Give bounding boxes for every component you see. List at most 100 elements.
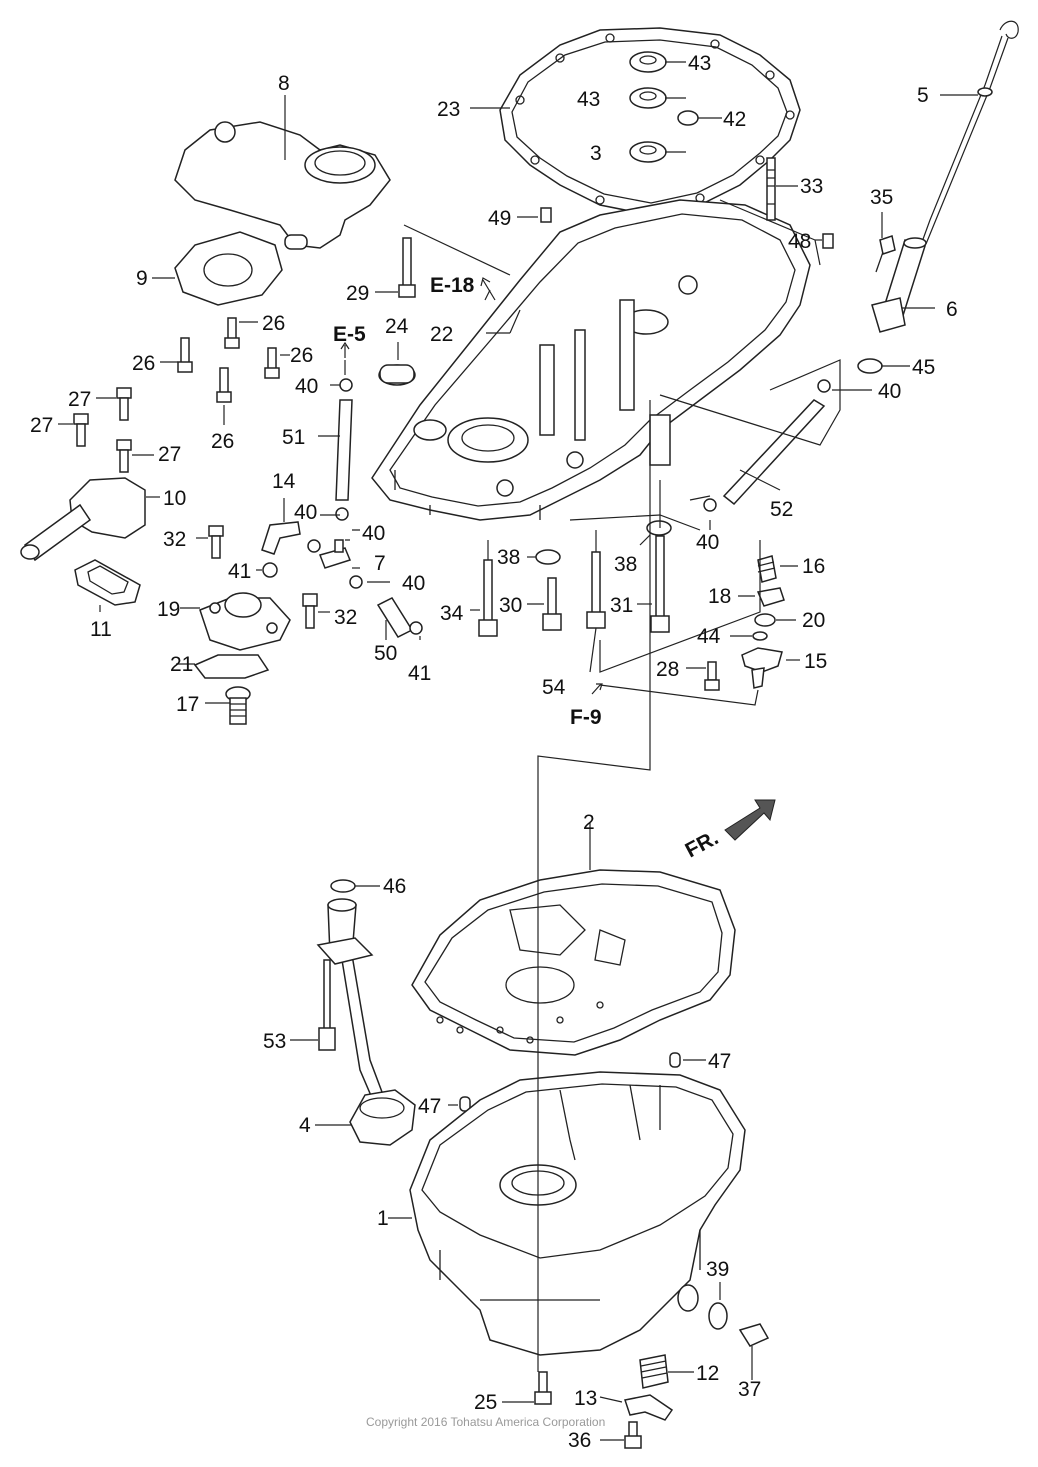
label-50: 50 — [374, 642, 397, 665]
label-37: 37 — [738, 1378, 761, 1401]
front-arrow-icon — [724, 799, 776, 841]
label-51: 51 — [282, 426, 305, 449]
label-32a: 32 — [163, 528, 186, 551]
label-40c: 40 — [362, 522, 385, 545]
dowel-47b — [459, 1096, 471, 1112]
label-24: 24 — [385, 315, 409, 338]
label-33: 33 — [800, 175, 823, 198]
label-40a: 40 — [295, 375, 318, 398]
bolt-35 — [875, 235, 896, 273]
label-26c: 26 — [290, 344, 313, 367]
label-32b: 32 — [334, 606, 357, 629]
label-52: 52 — [770, 498, 793, 521]
label-27c: 27 — [158, 443, 181, 466]
label-10: 10 — [163, 487, 186, 510]
label-23: 23 — [437, 98, 460, 121]
part-number-labels: 1 2 3 4 5 6 8 9 10 11 12 13 14 15 16 17 … — [30, 52, 958, 1452]
water-cover — [174, 121, 391, 250]
washer-38b — [646, 520, 672, 536]
label-9: 9 — [136, 267, 148, 290]
label-26d: 26 — [211, 430, 234, 453]
copyright-text: Copyright 2016 Tohatsu America Corporati… — [366, 1415, 605, 1429]
label-31: 31 — [610, 594, 633, 617]
label-15: 15 — [804, 650, 827, 673]
label-25: 25 — [474, 1391, 497, 1414]
label-42: 42 — [723, 108, 746, 131]
hose-51 — [335, 399, 353, 501]
label-1: 1 — [377, 1207, 389, 1230]
label-8: 8 — [278, 72, 290, 95]
label-41b: 41 — [408, 662, 431, 685]
label-43a: 43 — [688, 52, 711, 75]
drain-parts — [639, 1302, 770, 1389]
label-44: 44 — [697, 625, 721, 648]
hose-fittings — [261, 521, 423, 638]
label-20: 20 — [802, 609, 825, 632]
label-43b: 43 — [577, 88, 600, 111]
label-47b: 47 — [418, 1095, 441, 1118]
dowel-49 — [540, 207, 552, 223]
label-40d: 40 — [402, 572, 425, 595]
label-21: 21 — [170, 653, 193, 676]
label-49: 49 — [488, 207, 511, 230]
label-47a: 47 — [708, 1050, 731, 1073]
leader-lines — [58, 61, 978, 1441]
oil-pressure-switch — [704, 555, 785, 691]
label-38a: 38 — [497, 546, 520, 569]
label-22: 22 — [430, 323, 453, 346]
hose-clips — [307, 378, 831, 589]
label-26a: 26 — [262, 312, 285, 335]
grommet-24 — [378, 364, 416, 386]
label-46: 46 — [383, 875, 406, 898]
label-28: 28 — [656, 658, 679, 681]
label-36: 36 — [568, 1429, 591, 1452]
oil-seals — [629, 51, 699, 163]
label-2: 2 — [583, 811, 595, 834]
plug-17 — [225, 686, 251, 725]
label-54: 54 — [542, 676, 566, 699]
label-30: 30 — [499, 594, 522, 617]
crankcase — [371, 199, 811, 521]
stud-33 — [766, 157, 776, 221]
label-34: 34 — [440, 602, 464, 625]
label-14: 14 — [272, 470, 296, 493]
reference-labels: E-18 E-5 F-9 — [333, 274, 603, 729]
ref-f9: F-9 — [570, 706, 602, 729]
label-11: 11 — [90, 618, 112, 641]
ref-e5: E-5 — [333, 323, 366, 346]
label-6: 6 — [946, 298, 958, 321]
label-4: 4 — [299, 1114, 311, 1137]
label-48: 48 — [788, 230, 811, 253]
front-marker: FR. — [682, 826, 723, 862]
label-40e: 40 — [696, 531, 719, 554]
lower-gasket — [411, 869, 736, 1056]
label-19: 19 — [157, 598, 180, 621]
label-5: 5 — [917, 84, 929, 107]
label-39: 39 — [706, 1258, 729, 1281]
label-27a: 27 — [68, 388, 91, 411]
oil-dipstick — [921, 20, 1019, 245]
upper-gasket — [499, 27, 801, 216]
hose-52 — [722, 399, 826, 506]
label-7: 7 — [374, 552, 386, 575]
label-27b: 27 — [30, 414, 53, 437]
relief-valve-cover — [199, 592, 291, 651]
oil-pan — [409, 1071, 746, 1356]
label-41a: 41 — [228, 560, 251, 583]
small-bolts — [73, 317, 318, 629]
long-bolts — [478, 535, 670, 637]
label-40b: 40 — [294, 501, 317, 524]
oring-21 — [193, 654, 270, 679]
water-cover-gasket — [174, 231, 283, 306]
ref-e18: E-18 — [430, 274, 475, 297]
label-53: 53 — [263, 1030, 286, 1053]
bottom-fasteners — [534, 1371, 674, 1449]
label-18: 18 — [708, 585, 731, 608]
label-13: 13 — [574, 1387, 597, 1410]
label-35: 35 — [870, 186, 893, 209]
washer-38a — [535, 549, 561, 565]
label-12: 12 — [696, 1362, 719, 1385]
label-29: 29 — [346, 282, 369, 305]
